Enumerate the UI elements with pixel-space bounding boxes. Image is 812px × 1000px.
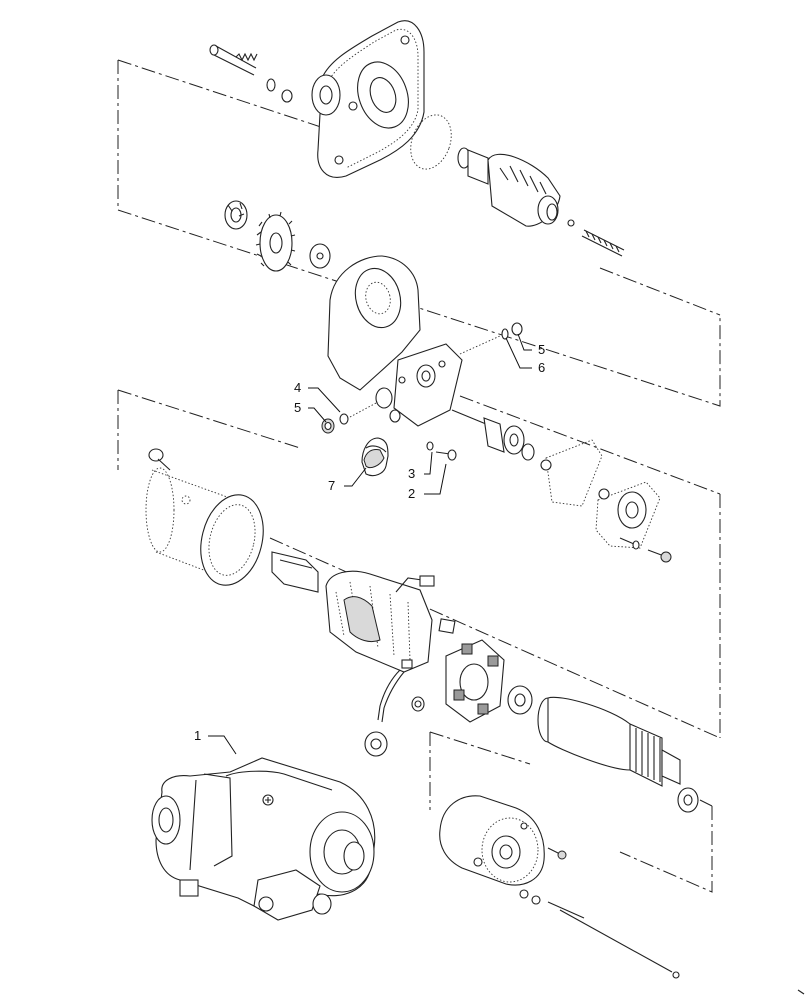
stud-nut <box>321 418 335 434</box>
field-coil-assembly <box>325 570 435 673</box>
callout-label-5-lower: 5 <box>294 400 301 415</box>
small-nut <box>411 696 425 712</box>
callout-5-lower: 5 <box>294 400 327 423</box>
cover-screws <box>619 537 672 563</box>
yoke-bolt <box>148 448 171 471</box>
o-ring-seal <box>410 114 452 170</box>
frame-screws <box>519 847 585 919</box>
grommet-connector <box>364 731 388 757</box>
callout-6: 6 <box>505 337 545 375</box>
pinion-clutch-assembly <box>457 147 561 227</box>
callout-5-upper: 5 <box>517 333 545 357</box>
solenoid-plunger <box>451 409 535 461</box>
callout-label-5-upper: 5 <box>538 342 545 357</box>
solenoid-end-cover <box>595 481 661 549</box>
through-bolt <box>209 44 258 76</box>
callout-label-7: 7 <box>328 478 335 493</box>
commutator-end-frame <box>439 795 545 886</box>
solenoid-gasket <box>540 439 603 507</box>
snap-ring <box>567 219 575 227</box>
terminal-washer-small <box>501 328 509 340</box>
callout-3: 3 <box>408 451 433 481</box>
assembled-starter-motor <box>151 757 376 921</box>
callout-2: 2 <box>408 463 447 501</box>
group-frame-lower <box>429 731 713 893</box>
center-housing <box>327 255 463 427</box>
terminal-screw <box>435 449 457 461</box>
callout-7: 7 <box>328 467 367 493</box>
thrust-washer <box>309 243 331 269</box>
callout-label-6: 6 <box>538 360 545 375</box>
group-frame-upper <box>117 59 721 407</box>
plain-washer <box>281 89 293 103</box>
corner-tick-mark <box>797 989 805 995</box>
long-through-bolt <box>559 909 680 979</box>
idler-gear <box>255 211 296 272</box>
armature-bearing <box>507 685 533 715</box>
terminal-lockwasher <box>426 441 434 451</box>
spring-washer <box>266 78 276 92</box>
terminal-nut-small <box>511 322 523 336</box>
boot-cover <box>361 437 389 477</box>
callout-4: 4 <box>294 380 341 413</box>
drive-end-housing <box>311 20 425 178</box>
callout-1: 1 <box>194 728 237 755</box>
yoke-shell <box>145 467 264 586</box>
callout-label-3: 3 <box>408 466 415 481</box>
idler-bearing <box>224 200 248 230</box>
field-lead-wire <box>377 659 413 723</box>
armature-spring <box>581 229 625 257</box>
callout-label-1: 1 <box>194 728 201 743</box>
brush-holder-assembly <box>445 639 505 723</box>
stud-washer <box>339 413 349 425</box>
callout-label-4: 4 <box>294 380 301 395</box>
callout-label-2: 2 <box>408 486 415 501</box>
brush-plate <box>271 551 319 593</box>
brush-holder-small <box>438 618 456 634</box>
armature <box>537 696 699 813</box>
